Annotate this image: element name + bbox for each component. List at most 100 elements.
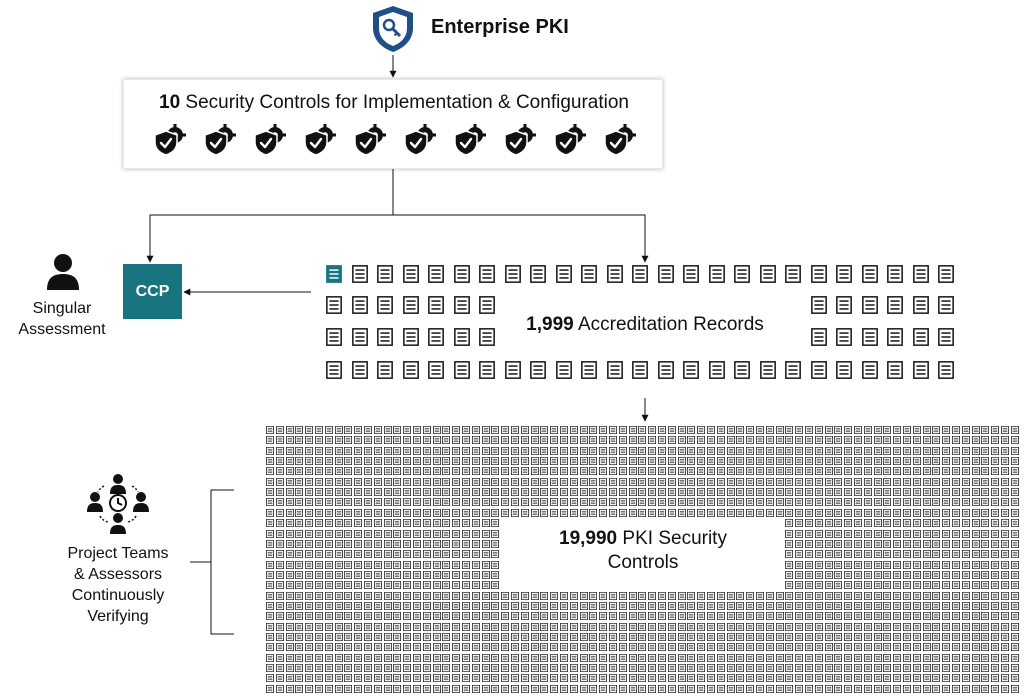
shield-gear-check-icon: [204, 124, 236, 156]
mini-document-icon: [354, 664, 362, 672]
record-document-icon: [454, 265, 470, 283]
mini-document-icon: [658, 674, 666, 682]
shield-gear-check-icon: [154, 124, 186, 156]
mini-document-icon: [335, 654, 343, 662]
mini-document-icon: [452, 633, 460, 641]
mini-document-icon: [462, 530, 470, 538]
mini-document-icon: [344, 488, 352, 496]
mini-document-icon: [893, 457, 901, 465]
mini-document-icon: [286, 519, 294, 527]
mini-document-icon: [991, 457, 999, 465]
mini-document-icon: [629, 674, 637, 682]
mini-document-icon: [560, 633, 568, 641]
mini-document-icon: [393, 581, 401, 589]
mini-document-icon: [766, 612, 774, 620]
mini-document-icon: [991, 540, 999, 548]
mini-document-icon: [972, 457, 980, 465]
mini-document-icon: [844, 447, 852, 455]
mini-document-icon: [746, 592, 754, 600]
mini-document-icon: [374, 664, 382, 672]
mini-document-icon: [364, 457, 372, 465]
mini-document-icon: [423, 571, 431, 579]
mini-document-icon: [864, 550, 872, 558]
mini-document-icon: [286, 478, 294, 486]
mini-document-icon: [619, 592, 627, 600]
mini-document-icon: [501, 436, 509, 444]
mini-document-icon: [482, 623, 490, 631]
mini-document-icon: [844, 550, 852, 558]
mini-document-icon: [521, 685, 529, 693]
mini-document-icon: [413, 571, 421, 579]
mini-document-icon: [844, 674, 852, 682]
mini-document-icon: [364, 581, 372, 589]
mini-document-icon: [736, 612, 744, 620]
mini-document-icon: [580, 488, 588, 496]
mini-document-icon: [638, 654, 646, 662]
record-document-icon: [887, 361, 903, 379]
record-document-icon: [760, 265, 776, 283]
mini-document-icon: [629, 447, 637, 455]
mini-document-icon: [413, 530, 421, 538]
mini-document-icon: [325, 530, 333, 538]
mini-document-icon: [403, 592, 411, 600]
mini-document-icon: [854, 571, 862, 579]
mini-document-icon: [776, 685, 784, 693]
mini-document-icon: [815, 664, 823, 672]
mini-document-icon: [423, 612, 431, 620]
mini-document-icon: [452, 436, 460, 444]
mini-document-icon: [834, 623, 842, 631]
mini-document-icon: [1011, 685, 1019, 693]
mini-document-icon: [354, 498, 362, 506]
mini-document-icon: [648, 685, 656, 693]
mini-document-icon: [1011, 623, 1019, 631]
mini-document-icon: [864, 654, 872, 662]
mini-document-icon: [776, 457, 784, 465]
mini-document-icon: [795, 623, 803, 631]
mini-document-icon: [550, 457, 558, 465]
mini-document-icon: [482, 592, 490, 600]
mini-document-icon: [619, 478, 627, 486]
mini-document-icon: [374, 530, 382, 538]
mini-document-icon: [550, 654, 558, 662]
mini-document-icon: [335, 633, 343, 641]
mini-document-icon: [589, 685, 597, 693]
mini-document-icon: [697, 467, 705, 475]
mini-document-icon: [756, 654, 764, 662]
mini-document-icon: [335, 436, 343, 444]
mini-document-icon: [589, 602, 597, 610]
mini-document-icon: [501, 623, 509, 631]
mini-document-icon: [511, 685, 519, 693]
mini-document-icon: [550, 488, 558, 496]
mini-document-icon: [442, 602, 450, 610]
mini-document-icon: [727, 447, 735, 455]
mini-document-icon: [766, 467, 774, 475]
mini-document-icon: [364, 643, 372, 651]
mini-document-icon: [815, 457, 823, 465]
mini-document-icon: [648, 467, 656, 475]
mini-document-icon: [795, 664, 803, 672]
mini-document-icon: [923, 612, 931, 620]
mini-document-icon: [452, 602, 460, 610]
mini-document-icon: [942, 530, 950, 538]
mini-document-icon: [276, 488, 284, 496]
mini-document-icon: [736, 633, 744, 641]
mini-document-icon: [325, 571, 333, 579]
mini-document-icon: [893, 685, 901, 693]
mini-document-icon: [648, 643, 656, 651]
mini-document-icon: [638, 633, 646, 641]
mini-document-icon: [335, 623, 343, 631]
mini-document-icon: [295, 498, 303, 506]
mini-document-icon: [972, 467, 980, 475]
mini-document-icon: [374, 519, 382, 527]
mini-document-icon: [893, 447, 901, 455]
mini-document-icon: [286, 592, 294, 600]
mini-document-icon: [913, 436, 921, 444]
mini-document-icon: [619, 623, 627, 631]
mini-document-icon: [354, 581, 362, 589]
mini-document-icon: [766, 643, 774, 651]
mini-document-icon: [962, 457, 970, 465]
mini-document-icon: [570, 592, 578, 600]
mini-document-icon: [991, 561, 999, 569]
mini-document-icon: [972, 540, 980, 548]
records-text: Accreditation Records: [573, 314, 764, 335]
